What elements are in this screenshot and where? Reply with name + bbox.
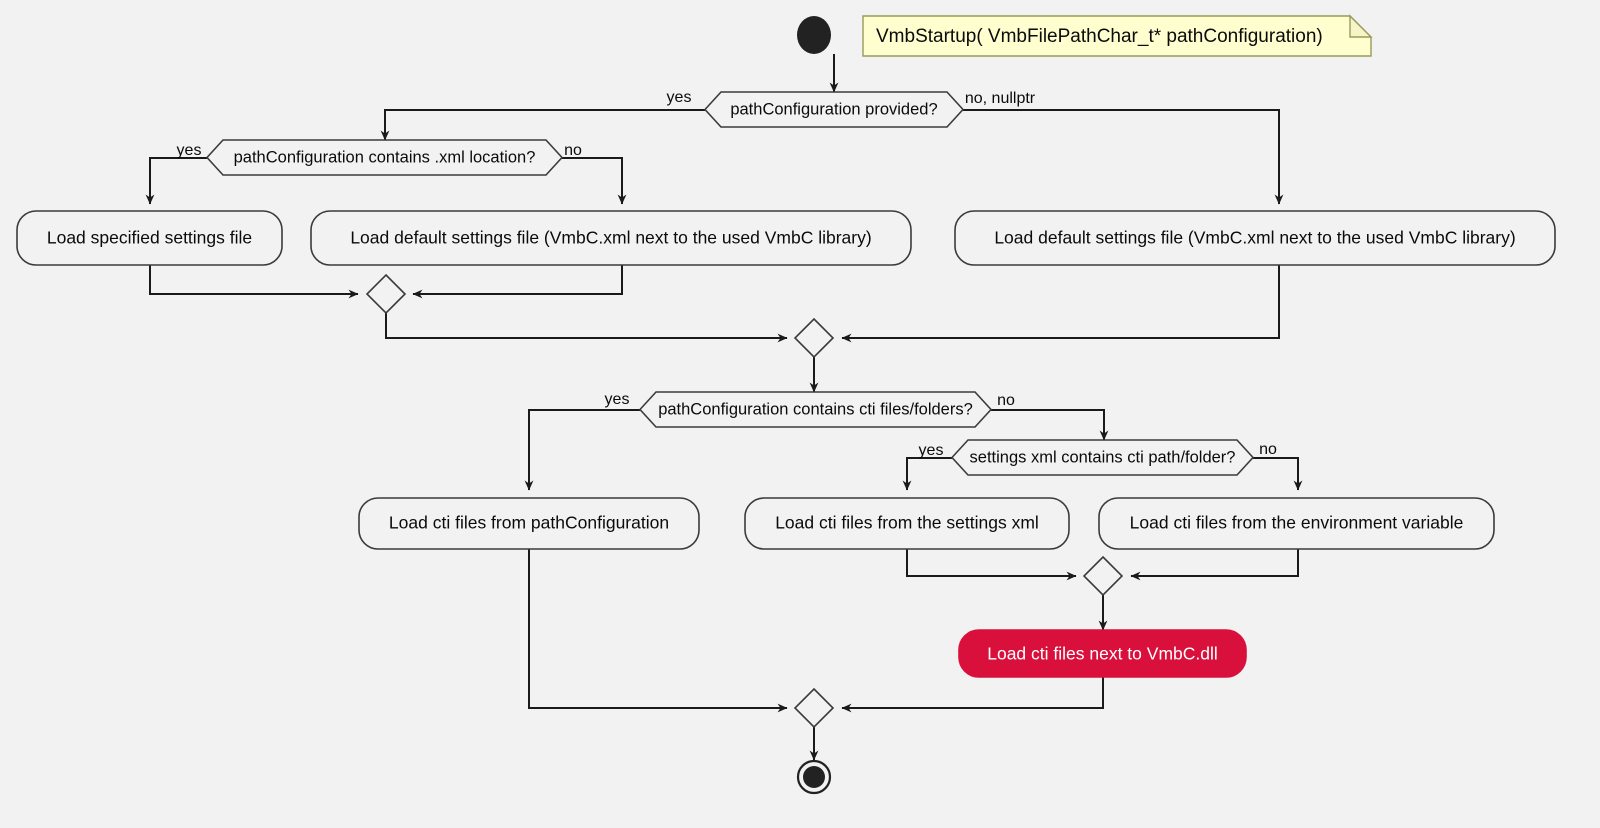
edge-merge1-to-merge2 [385,313,788,343]
edge-decision2-yes-to-load-specified [145,157,207,205]
edge-decision1-no-to-default-right [963,109,1284,205]
edge-decision4-no-to-cti-env [1253,457,1303,491]
edge-default-right-to-merge2 [841,265,1280,343]
activity-load-default-left-label: Load default settings file (VmbC.xml nex… [350,228,871,248]
edge-cti-pathconfig-to-merge4 [528,549,788,713]
activity-load-default-settings-file-right[interactable]: Load default settings file (VmbC.xml nex… [954,210,1556,266]
decision-pathconfiguration-provided[interactable]: pathConfiguration provided? [703,91,965,128]
activity-load-cti-next-to-vmbc-dll[interactable]: Load cti files next to VmbC.dll [958,629,1247,678]
branch-label-d1-yes: yes [667,89,692,106]
decision-settings-xml-contains-cti[interactable]: settings xml contains cti path/folder? [950,439,1255,476]
edge-decision2-no-to-default-left [562,157,627,205]
merge-node-4 [793,687,835,729]
activity-load-cti-from-settings-xml[interactable]: Load cti files from the settings xml [744,497,1070,550]
edge-layer [145,54,1303,761]
branch-label-d3-yes: yes [605,391,630,408]
activity-cti-pathconfig-label: Load cti files from pathConfiguration [389,513,669,533]
merge-node-1 [365,273,407,315]
merge-node-2 [793,317,835,359]
decision-pathconfiguration-contains-xml[interactable]: pathConfiguration contains .xml location… [205,139,564,176]
branch-label-d3-no: no [997,392,1015,409]
edge-decision3-yes-to-cti-pathconfig [524,409,640,491]
edge-cti-settings-to-merge3 [906,549,1077,581]
edge-cti-env-to-merge3 [1130,549,1299,581]
activity-load-cti-from-pathconfiguration[interactable]: Load cti files from pathConfiguration [358,497,700,550]
edge-cti-next-dll-to-merge4 [841,677,1104,713]
edge-decision1-yes-to-decision2 [380,109,705,141]
activity-load-default-right-label: Load default settings file (VmbC.xml nex… [994,228,1515,248]
merge-node-3 [1082,555,1124,597]
branch-label-d1-no: no, nullptr [965,90,1036,107]
decision2-label: pathConfiguration contains .xml location… [234,148,536,166]
decision1-label: pathConfiguration provided? [730,100,937,118]
branch-label-d2-yes: yes [177,142,202,159]
edge-default-left-to-merge1 [412,265,623,299]
activity-load-specified-label: Load specified settings file [47,228,252,248]
note-label: VmbStartup( VmbFilePathChar_t* pathConfi… [876,26,1323,47]
branch-label-d2-no: no [564,142,582,159]
initial-node [797,16,831,54]
activity-cti-next-dll-label: Load cti files next to VmbC.dll [987,644,1218,664]
edge-decision4-yes-to-cti-settings [902,457,952,491]
decision-pathconfiguration-contains-cti[interactable]: pathConfiguration contains cti files/fol… [638,391,993,428]
branch-label-d4-yes: yes [919,442,944,459]
activity-cti-settings-label: Load cti files from the settings xml [775,513,1039,533]
edge-load-specified-to-merge1 [149,265,359,299]
decision3-label: pathConfiguration contains cti files/fol… [658,400,973,418]
activity-load-default-settings-file-left[interactable]: Load default settings file (VmbC.xml nex… [310,210,912,266]
activity-load-cti-from-environment-variable[interactable]: Load cti files from the environment vari… [1098,497,1495,550]
edge-decision3-no-to-decision4 [991,409,1109,441]
branch-label-d4-no: no [1259,441,1277,458]
final-node [796,759,832,795]
activity-load-specified-settings-file[interactable]: Load specified settings file [16,210,283,266]
activity-cti-env-label: Load cti files from the environment vari… [1130,513,1464,533]
note-vmbstartup: VmbStartup( VmbFilePathChar_t* pathConfi… [862,14,1373,57]
decision4-label: settings xml contains cti path/folder? [970,448,1236,466]
